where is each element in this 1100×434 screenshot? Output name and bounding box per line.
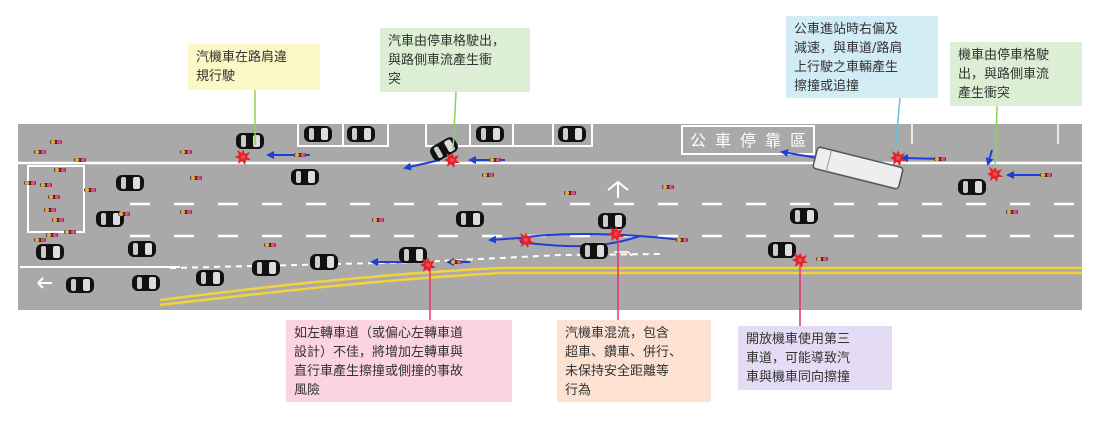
callout-third-lane: 開放機車使用第三 車道，可能導致汽 車與機車同向擦撞 (738, 326, 892, 390)
motorcycle (264, 242, 276, 248)
car (310, 254, 338, 270)
car (476, 126, 504, 142)
motorcycle (118, 211, 130, 217)
motorcycle (1006, 209, 1018, 215)
motorcycle (50, 139, 62, 145)
car (399, 247, 427, 263)
yellow-line-1 (159, 266, 1082, 302)
callout-shoulder: 汽機車在路肩違 規行駛 (188, 44, 320, 90)
car (236, 133, 264, 149)
car (456, 211, 484, 227)
callout-left-turn: 如左轉車道（或偏心左轉車道 設計）不佳，將增加左轉車與 直行車產生擦撞或側撞的事… (286, 320, 512, 402)
motorcycle (294, 152, 306, 158)
yellow-line-2 (159, 271, 1082, 307)
motorcycle-parking (911, 124, 1059, 144)
car (66, 277, 94, 293)
motorcycle (24, 180, 36, 186)
left-turn-arrow (37, 277, 52, 289)
car (128, 241, 156, 257)
callout-car-exit: 汽車由停車格駛出， 與路側車流產生衝 突 (380, 28, 530, 92)
car (598, 213, 626, 229)
car (347, 126, 375, 142)
motorcycle (190, 175, 202, 181)
motorcycle (564, 190, 576, 196)
bus-zone-char: 靠 (765, 131, 781, 150)
motorcycle (54, 167, 66, 173)
car (116, 175, 144, 191)
motorcycle (84, 187, 96, 193)
bus-zone-char: 停 (740, 131, 756, 150)
motorcycle (372, 217, 384, 223)
motorcycle (34, 149, 46, 155)
motorcycle (489, 157, 501, 163)
car (958, 179, 986, 195)
car (132, 275, 160, 291)
motorcycle (482, 172, 494, 178)
bus-zone-text: 公車停靠區 (690, 131, 806, 150)
bus-zone-char: 公 (690, 131, 706, 150)
car (580, 243, 608, 259)
car (558, 126, 586, 142)
motorcycle (44, 207, 56, 213)
car (790, 208, 818, 224)
callout-bus: 公車進站時右偏及 減速，與車道/路肩 上行駛之車輛產生 擦撞或追撞 (786, 16, 938, 98)
car (291, 169, 319, 185)
bus-zone-box (681, 125, 815, 155)
motorcycle (64, 229, 76, 235)
motorcycle (450, 259, 462, 265)
motorcycle (74, 157, 86, 163)
bus-zone-char: 車 (715, 131, 731, 150)
car (768, 242, 796, 258)
motorcycle (40, 182, 52, 188)
left-lane-box (27, 165, 85, 233)
motorcycle (34, 237, 46, 243)
callout-moto-exit: 機車由停車格駛 出，與路側車流 產生衝突 (950, 42, 1082, 106)
car (36, 244, 64, 260)
leader-lines (254, 90, 998, 326)
car (304, 126, 332, 142)
bus-zone-char: 區 (790, 131, 806, 150)
motorcycle (1040, 172, 1052, 178)
motorcycle (662, 184, 674, 190)
callout-mixed-flow: 汽機車混流，包含 超車、鑽車、併行、 未保持安全距離等 行為 (557, 320, 711, 402)
bus (812, 146, 904, 190)
parking-bays (297, 124, 593, 147)
car (196, 270, 224, 286)
motorcycle (934, 156, 946, 162)
motorcycle (52, 217, 64, 223)
motorcycle (676, 237, 688, 243)
motorcycle (180, 209, 192, 215)
car (252, 260, 280, 276)
motorcycle (816, 256, 828, 262)
motorcycle (46, 232, 58, 238)
straight-arrow (607, 180, 629, 198)
road-surface (18, 124, 1082, 310)
motorcycle (48, 194, 60, 200)
motorcycle (180, 149, 192, 155)
